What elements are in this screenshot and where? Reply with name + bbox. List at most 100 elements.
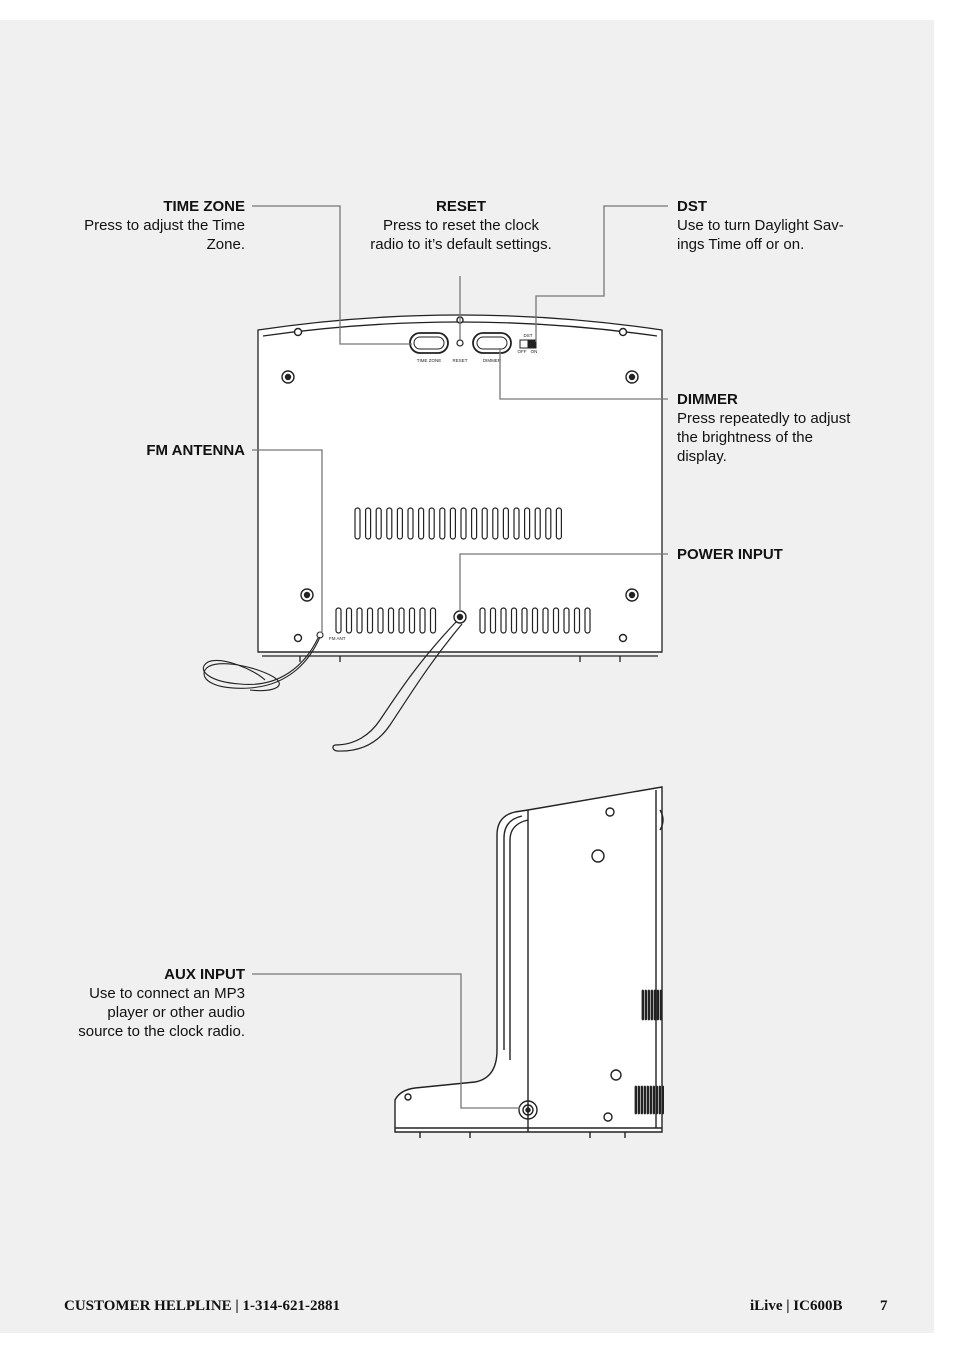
vent-slots-bottom-left: [335, 607, 437, 634]
vent-slot: [640, 1085, 644, 1115]
svg-text:TIME ZONE: TIME ZONE: [417, 358, 442, 363]
leader-aux-input: [252, 973, 520, 1109]
side-view: [394, 786, 664, 1138]
vent-slot: [531, 607, 539, 634]
top-buttons: [409, 332, 537, 354]
vent-slot: [398, 607, 405, 634]
vent-slot: [637, 1085, 641, 1115]
power-jack: [453, 610, 467, 624]
vent-slot: [481, 507, 488, 540]
vent-slot: [460, 507, 467, 540]
vent-slot: [492, 507, 499, 540]
vent-slot: [555, 507, 563, 540]
svg-text:ON: ON: [531, 349, 538, 354]
callout-desc: Press to reset the clock radio to it’s d…: [370, 217, 552, 253]
callout-power-input: POWER INPUT: [677, 545, 857, 564]
leader-time-zone: [252, 205, 412, 345]
footer-product: iLive | IC600B: [750, 1298, 843, 1314]
power-cord: [332, 621, 463, 752]
vent-slot: [652, 1085, 656, 1115]
vent-slot: [407, 507, 414, 540]
vent-slot: [471, 507, 478, 540]
vent-slot: [365, 507, 372, 540]
vent-slot: [345, 607, 353, 634]
vent-slot: [449, 507, 456, 540]
vent-slot: [647, 989, 651, 1021]
vent-slot: [500, 607, 507, 634]
vent-slot: [545, 507, 552, 540]
vent-slot: [563, 607, 570, 634]
leader-power-input: [459, 553, 668, 612]
vent-slot: [335, 607, 342, 634]
vent-slot: [573, 607, 581, 634]
svg-text:DIMMER: DIMMER: [483, 358, 502, 363]
footer-page-number: 7: [880, 1298, 888, 1314]
screws: [281, 316, 639, 643]
vent-slot: [655, 1085, 659, 1115]
vent-slot: [366, 607, 374, 634]
vent-slot: [644, 989, 648, 1021]
vent-slot: [396, 507, 403, 540]
vent-slot: [377, 607, 384, 634]
vent-slot: [408, 607, 416, 634]
callout-title: POWER INPUT: [677, 546, 783, 563]
vent-slot: [439, 507, 446, 540]
callout-title: DIMMER: [677, 391, 738, 408]
vent-slots-middle: [354, 507, 563, 540]
vent-slot: [584, 607, 591, 634]
callout-title: AUX INPUT: [164, 966, 245, 983]
leader-dst: [535, 205, 668, 342]
side-vent-slots-upper: [641, 989, 663, 1021]
vent-slot: [534, 507, 541, 540]
vent-slot: [489, 607, 497, 634]
vent-slot: [641, 989, 645, 1021]
vent-slot: [354, 507, 361, 540]
callout-title: FM ANTENNA: [146, 442, 245, 459]
callout-desc: Press repeatedly to adjust the brightnes…: [677, 410, 851, 465]
vent-slot: [659, 989, 663, 1021]
vent-slot: [387, 607, 395, 634]
vent-slot: [634, 1085, 638, 1115]
callout-aux-input: AUX INPUT Use to connect an MP3 player o…: [60, 965, 245, 1041]
vent-slot: [656, 989, 660, 1021]
vent-slot: [646, 1085, 650, 1115]
vent-slot: [419, 607, 426, 634]
callout-title: DST: [677, 198, 707, 215]
side-vent-slots-lower: [634, 1085, 665, 1115]
vent-slot: [523, 507, 531, 540]
callout-desc: Use to turn Daylight Sav-ings Time off o…: [677, 217, 844, 253]
vent-slot: [521, 607, 528, 634]
vent-slot: [643, 1085, 647, 1115]
svg-text:DST: DST: [524, 333, 533, 338]
vent-slot: [542, 607, 549, 634]
leader-dimmer: [499, 348, 668, 400]
vent-slot: [429, 607, 437, 634]
vent-slot: [513, 507, 520, 540]
callout-time-zone: TIME ZONE Press to adjust the Time Zone.: [60, 197, 245, 254]
callout-title: RESET: [435, 198, 486, 215]
footer-helpline: CUSTOMER HELPLINE | 1-314-621-2881: [64, 1298, 340, 1314]
vent-slot: [375, 507, 382, 540]
svg-text:RESET: RESET: [452, 358, 467, 363]
vent-slot: [479, 607, 486, 634]
vent-slot: [649, 1085, 653, 1115]
leader-fm-antenna: [252, 449, 323, 633]
vent-slot: [418, 507, 425, 540]
callout-reset: RESET Press to reset the clock radio to …: [370, 197, 552, 254]
vent-slot: [356, 607, 363, 634]
vent-slot: [510, 607, 518, 634]
vent-slots-bottom-right: [479, 607, 591, 634]
vent-slot: [650, 989, 654, 1021]
svg-text:OFF: OFF: [518, 349, 527, 354]
leader-lines: [252, 205, 668, 1109]
vent-slot: [428, 507, 435, 540]
fm-antenna-wire: [202, 631, 324, 692]
vent-slot: [552, 607, 560, 634]
callout-fm-antenna: FM ANTENNA: [60, 441, 245, 460]
svg-text:FM ANT: FM ANT: [329, 636, 346, 641]
callout-dst: DST Use to turn Daylight Sav-ings Time o…: [677, 197, 859, 254]
vent-slot: [502, 507, 509, 540]
vent-slot: [386, 507, 393, 540]
callout-desc: Use to connect an MP3 player or other au…: [78, 985, 245, 1040]
